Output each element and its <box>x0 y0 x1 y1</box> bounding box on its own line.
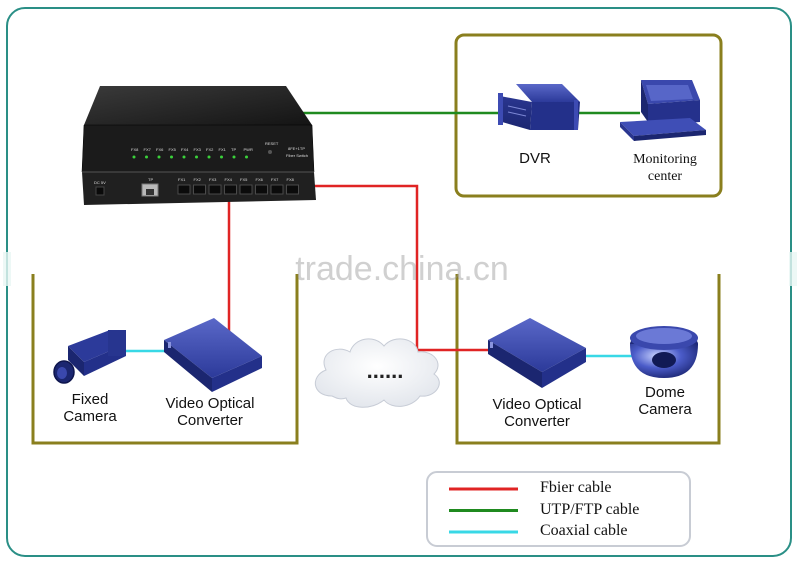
fixed-camera-label-line1: Fixed <box>71 391 109 408</box>
switch-led-label: PWR <box>244 147 253 152</box>
switch-status-led <box>145 155 148 159</box>
switch-model-label: 8FE+1TP <box>288 146 305 151</box>
right-converter-device <box>488 318 586 388</box>
dvr-label: DVR <box>519 150 551 167</box>
dvr-group-box <box>454 33 723 198</box>
switch-status-led <box>245 155 248 159</box>
fiber-sfp-port[interactable] <box>270 184 284 195</box>
left-converter-device <box>164 318 262 392</box>
legend-label-utp: UTP/FTP cable <box>540 501 640 518</box>
switch-type-label: Fiber Switch <box>286 153 308 158</box>
fixed-camera-label-line2: Camera <box>63 408 117 425</box>
switch-port-label: FX4 <box>225 177 233 182</box>
fiber-sfp-port[interactable] <box>208 184 222 195</box>
switch-led-label: FX6 <box>156 147 164 152</box>
switch-tp-label: TP <box>148 177 153 182</box>
fiber-sfp-port[interactable] <box>239 184 253 195</box>
fiber-sfp-port[interactable] <box>255 184 268 195</box>
switch-port-label: FX2 <box>194 177 202 182</box>
left-camera-group-box <box>31 274 299 445</box>
switch-status-led <box>220 155 223 159</box>
switch-led-label: FX2 <box>206 147 214 152</box>
switch-port-label: FX3 <box>209 177 217 182</box>
switch-led-label: FX3 <box>194 147 202 152</box>
fixed-camera-label: Fixed Camera <box>50 391 130 425</box>
switch-status-led <box>157 155 161 159</box>
fiber-sfp-port[interactable] <box>286 184 299 195</box>
switch-led-label: TP <box>231 147 236 152</box>
left-edge-mark <box>3 252 11 286</box>
monitoring-center-label: Monitoring center <box>620 151 710 185</box>
right-edge-mark <box>789 252 797 286</box>
switch-port-label: FX8 <box>287 177 295 182</box>
switch-reset-label: RESET <box>265 141 279 146</box>
switch-port-label: FX7 <box>271 177 279 182</box>
switch-led-label: FX4 <box>181 147 189 152</box>
fixed-camera-device <box>53 330 126 384</box>
switch-status-led <box>182 155 186 159</box>
switch-status-led <box>170 155 173 159</box>
switch-led-label: FX5 <box>169 147 177 152</box>
dome-camera-device <box>630 326 698 378</box>
switch-status-led <box>195 155 198 159</box>
fiber-sfp-port[interactable] <box>177 184 191 195</box>
monitoring-label-line1: Monitoring <box>633 152 697 167</box>
watermark-text: trade.china.cn <box>295 250 509 288</box>
dome-camera-label: Dome Camera <box>625 384 705 418</box>
monitoring-label-line2: center <box>647 169 683 184</box>
switch-led-label: FX7 <box>144 147 152 152</box>
switch-status-led <box>132 155 136 159</box>
right-converter-label-line1: Video Optical <box>492 396 582 413</box>
dome-camera-label-line1: Dome <box>644 384 685 401</box>
left-converter-label-line1: Video Optical <box>165 395 255 412</box>
switch-port-label: FX5 <box>240 177 248 182</box>
switch-dc-label: DC 5V <box>94 180 106 185</box>
switch-status-led <box>207 155 211 159</box>
switch-led-label: FX8 <box>131 147 139 152</box>
dc-power-jack[interactable] <box>95 186 105 196</box>
reset-button[interactable] <box>268 150 272 154</box>
switch-port-label: FX1 <box>178 177 186 182</box>
switch-port-label: FX6 <box>256 177 264 182</box>
fiber-sfp-port[interactable] <box>193 184 206 195</box>
switch-led-label: FX1 <box>219 147 227 152</box>
right-converter-label-line2: Converter <box>504 413 570 430</box>
monitoring-center-computer <box>620 80 706 141</box>
legend-label-coaxial: Coaxial cable <box>540 522 628 539</box>
left-converter-label-line2: Converter <box>177 412 243 429</box>
legend-label-fiber: Fbier cable <box>540 479 612 496</box>
right-camera-group-box <box>455 274 721 445</box>
dvr-device <box>498 84 580 130</box>
dome-camera-label-line2: Camera <box>638 401 692 418</box>
fiber-sfp-port[interactable] <box>224 184 237 195</box>
fiber-cable-right <box>313 184 488 352</box>
network-cloud <box>315 338 440 408</box>
right-converter-label: Video Optical Converter <box>482 396 592 430</box>
cloud-ellipsis: ...... <box>366 358 404 383</box>
switch-status-led <box>232 155 236 159</box>
left-converter-label: Video Optical Converter <box>155 395 265 429</box>
